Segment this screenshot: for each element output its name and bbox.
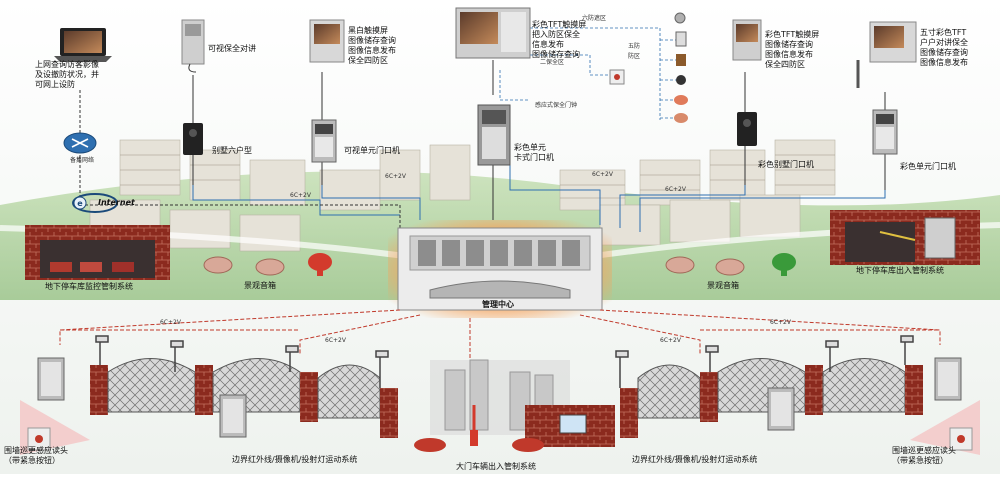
color-unit-door-station-icon <box>872 109 898 155</box>
main-color-label-line: 彩色TFT触摸屏 <box>532 20 587 29</box>
perimeter-cameras <box>95 335 914 388</box>
bw-touch-label-line: 图像信息发布 <box>348 46 396 55</box>
main-color-monitor-icon <box>455 7 531 59</box>
five-zone-label-line: 五防 <box>628 43 641 50</box>
remote-pc-label: 上网查询访客影像 及设撤防状况，并 可网上设防 <box>35 60 115 90</box>
five-inch-label: 五寸彩色TFT 户户对讲保全 图像储存查询 图像信息发布 <box>920 28 996 68</box>
villa-color-label-line: 图像信息发布 <box>765 50 813 59</box>
top-cable-label-1: 6C+2V <box>290 192 311 199</box>
svg-text:e: e <box>77 199 83 208</box>
parking-access-label: 地下停车库出入管制系统 <box>856 266 944 275</box>
patrol-left-label: 围墙巡更感应读头 （带紧急按钮） <box>4 446 114 466</box>
router-icon <box>63 132 97 154</box>
villa-door-station-icon <box>183 123 203 155</box>
color-villa-door-label: 彩色别墅门口机 <box>758 160 814 169</box>
remote-pc-label-line: 可网上设防 <box>35 80 75 89</box>
right-perimeter-wall <box>620 358 923 438</box>
main-color-label: 彩色TFT触摸屏 把入防区保全 信息发布 图像储存查询 <box>532 20 612 60</box>
five-inch-label-line: 图像储存查询 <box>920 48 968 57</box>
six-zone-label: 六防遮区 <box>582 15 607 22</box>
bw-touch-monitor-icon <box>309 19 345 63</box>
internet-label: Internet <box>98 198 135 207</box>
five-inch-label-line: 五寸彩色TFT <box>920 28 967 37</box>
parking-monitor-garage <box>25 225 170 280</box>
top-cable-label-2: 6C+2V <box>385 173 406 180</box>
five-inch-label-line: 图像信息发布 <box>920 58 968 67</box>
main-color-label-line: 把入防区保全 <box>532 30 580 39</box>
perimeter-wiring <box>59 309 941 390</box>
five-zone-label: 五防 防区 <box>628 42 652 62</box>
remote-laptop-icon <box>54 28 112 62</box>
center-label: 管理中心 <box>482 300 514 309</box>
remote-pc-label-line: 及设撤防状况，并 <box>35 70 99 79</box>
patrol-reader-right-icon <box>910 400 980 455</box>
speaker-left-label: 景观音箱 <box>244 281 276 290</box>
parking-monitor-label: 地下停车库监控管制系统 <box>45 282 133 291</box>
bw-touch-label-line: 保全四防区 <box>348 56 388 65</box>
visual-unit-door-station-icon <box>311 119 337 163</box>
left-perimeter-wall <box>90 358 398 438</box>
villa-color-label-line: 图像储存查询 <box>765 40 813 49</box>
bottom-cable-label-2: 6C+2V <box>325 337 346 344</box>
top-cable-label-4: 6C+2V <box>665 186 686 193</box>
router-label: 备集网络 <box>70 157 95 164</box>
five-inch-label-line: 户户对讲保全 <box>920 38 968 47</box>
main-gate <box>414 359 615 452</box>
patrol-right-label: 围墙巡更感应读头 （带紧急按钮） <box>892 446 998 466</box>
patrol-right-label-line: 围墙巡更感应读头 <box>892 446 956 455</box>
two-zone-label: 二保全区 <box>540 59 565 66</box>
bw-touch-label-line: 黑白触摸屏 <box>348 26 388 35</box>
zone-sensor-icons <box>609 12 688 123</box>
patrol-reader-left-icon <box>20 400 90 455</box>
speaker-right-label: 景观音箱 <box>707 281 739 290</box>
remote-pc-label-line: 上网查询访客影像 <box>35 60 99 69</box>
gate-label: 大门车辆出入管制系统 <box>456 462 536 471</box>
landscape-speakers-left <box>203 253 332 276</box>
villa-intercom-phone-icon <box>181 19 205 73</box>
building-windows <box>120 154 835 199</box>
color-card-unit-label-line: 彩色单元 <box>514 143 546 152</box>
card-unit-door-station-icon <box>477 104 511 166</box>
management-center <box>388 220 612 318</box>
main-color-label-line: 图像储存查询 <box>532 50 580 59</box>
perimeter-left-label: 边界红外线/摄像机/投射灯运动系统 <box>232 455 358 464</box>
five-zone-label-line: 防区 <box>628 53 641 60</box>
color-villa-door-station-icon <box>737 112 757 146</box>
bottom-cable-label-1: 6C+2V <box>160 319 181 326</box>
villa-color-label-line: 保全四防区 <box>765 60 805 69</box>
patrol-left-label-line: （带紧急按钮） <box>4 456 60 465</box>
color-unit-label: 彩色单元门口机 <box>900 162 956 171</box>
landscape-speakers-right <box>665 253 796 276</box>
sensor-label: 感应式保全门钟 <box>535 102 578 109</box>
internet-icon: e <box>72 193 118 213</box>
patrol-left-label-line: 围墙巡更感应读头 <box>4 446 68 455</box>
patrol-right-label-line: （带紧急按钮） <box>892 456 948 465</box>
bottom-access-panels <box>37 357 962 438</box>
top-cable-label-3: 6C+2V <box>592 171 613 178</box>
color-card-unit-label-line: 卡式门口机 <box>514 153 554 162</box>
bottom-cable-label-3: 6C+2V <box>660 337 681 344</box>
villa-color-label-line: 彩色TFT触摸屏 <box>765 30 820 39</box>
villa-color-label: 彩色TFT触摸屏 图像储存查询 图像信息发布 保全四防区 <box>765 30 835 70</box>
villa-intercom-label: 可视保全对讲 <box>208 44 256 53</box>
door-six-label: 别墅六户型 <box>212 146 252 155</box>
visual-unit-label: 可视单元门口机 <box>344 146 400 155</box>
bw-touch-label-line: 图像储存查询 <box>348 36 396 45</box>
color-card-unit-label: 彩色单元 卡式门口机 <box>514 143 574 163</box>
villa-color-monitor-icon <box>732 19 762 61</box>
bottom-cable-label-4: 6C+2V <box>770 319 791 326</box>
bw-touch-label: 黑白触摸屏 图像储存查询 图像信息发布 保全四防区 <box>348 26 418 66</box>
parking-access-garage <box>830 210 980 265</box>
perimeter-right-label: 边界红外线/摄像机/投射灯运动系统 <box>632 455 758 464</box>
main-color-label-line: 信息发布 <box>532 40 564 49</box>
five-inch-monitor-icon <box>856 21 917 88</box>
